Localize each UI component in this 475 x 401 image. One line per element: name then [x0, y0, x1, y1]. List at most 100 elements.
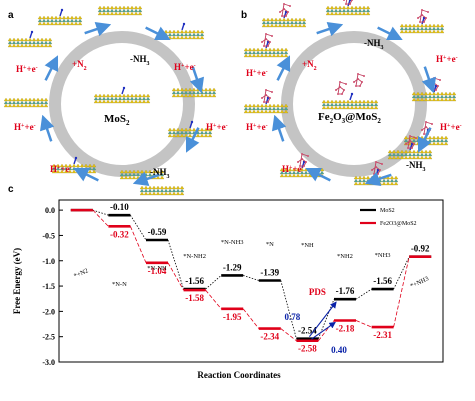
slab-atom	[19, 100, 25, 105]
slab-atom	[207, 87, 213, 92]
adsorbate-atom	[74, 156, 78, 160]
slab-atom	[403, 155, 409, 160]
slab-atom	[275, 47, 281, 52]
slab-atom	[43, 100, 49, 105]
oxide-atom	[261, 41, 263, 43]
center-sub-2: 3	[342, 117, 346, 125]
slab-atom	[121, 99, 127, 104]
slab-atom	[419, 135, 425, 140]
slab-atom	[187, 93, 193, 98]
slab-atom	[345, 11, 351, 16]
slab-atom	[423, 155, 429, 160]
slab-atom	[295, 173, 301, 178]
slab-atom	[23, 40, 29, 45]
slab-atom	[105, 11, 111, 16]
slab-atom	[407, 155, 413, 160]
slab-atom	[259, 53, 265, 58]
oxide-bond	[299, 153, 303, 167]
slab-atom	[35, 43, 41, 48]
slab-atom	[143, 185, 149, 190]
slab-atom	[407, 152, 413, 157]
slab-atom	[431, 26, 437, 31]
slab-atom	[451, 94, 457, 99]
slab-atom	[427, 29, 433, 34]
slab-atom	[137, 99, 143, 104]
slab-atom	[125, 5, 131, 10]
slab-atom	[129, 5, 135, 10]
slab-atom	[117, 93, 123, 98]
slab-atom	[353, 5, 359, 10]
slab-atom	[73, 21, 79, 26]
fe2o3-cluster	[261, 89, 273, 103]
slab-atom	[271, 47, 277, 52]
slab-atom	[171, 130, 177, 135]
slab-atom	[427, 155, 433, 160]
oxide-atom	[263, 101, 265, 103]
slab-atom	[271, 53, 277, 58]
slab-atom	[113, 8, 119, 13]
slab-atom	[93, 99, 99, 104]
slab-atom	[133, 5, 139, 10]
slab-atom	[283, 47, 289, 52]
oxide-bond	[375, 161, 383, 165]
slab-atom	[243, 109, 249, 114]
slab-atom	[137, 5, 143, 10]
slab-atom	[121, 5, 127, 10]
slab-atom	[403, 26, 409, 31]
slab-atom	[97, 99, 103, 104]
slab-atom	[297, 17, 303, 22]
oxide-atom	[423, 21, 425, 23]
slab-atom	[125, 96, 131, 101]
slab-atom	[139, 185, 145, 190]
step-label: H++e-	[14, 122, 36, 132]
connector-line	[355, 320, 372, 328]
slab-atom	[195, 32, 201, 37]
intermediate-label: *NH2	[337, 253, 353, 260]
slab-atom	[11, 97, 17, 102]
slab-atom	[105, 5, 111, 10]
slab-atom	[91, 169, 97, 174]
center-label-b: Fe2O3@MoS2	[318, 111, 381, 125]
slab-atom	[143, 188, 149, 193]
cycle-arrow	[84, 21, 112, 37]
mos2-slab	[7, 30, 53, 48]
slab-atom	[369, 175, 375, 180]
slab-atom	[279, 173, 285, 178]
slab-atom	[133, 96, 139, 101]
slab-atom	[113, 93, 119, 98]
slab-atom	[151, 188, 157, 193]
oxide-atom	[343, 0, 345, 1]
slab-atom	[167, 32, 173, 37]
slab-atom	[293, 17, 299, 22]
cycle-arrow	[44, 55, 59, 81]
slab-atom	[243, 47, 249, 52]
oxide-atom	[271, 35, 273, 37]
slab-atom	[171, 32, 177, 37]
mos2-slab	[37, 8, 83, 26]
oxide-atom	[417, 17, 419, 19]
slab-atom	[101, 11, 107, 16]
oxide-atom	[363, 75, 365, 77]
slab-atom	[43, 97, 49, 102]
oxide-atom	[263, 45, 265, 47]
slab-atom	[187, 32, 193, 37]
slab-atom	[423, 141, 429, 146]
slab-atom	[365, 99, 371, 104]
slab-atom	[333, 8, 339, 13]
slab-atom	[423, 149, 429, 154]
slab-atom	[179, 191, 185, 196]
slab-atom	[435, 29, 441, 34]
oxide-atom	[431, 123, 433, 125]
step-label: H++e-	[246, 68, 268, 78]
slab-atom	[15, 40, 21, 45]
oxide-bond	[357, 73, 365, 77]
slab-atom	[145, 93, 151, 98]
value-label-mos2: -1.39	[260, 267, 279, 277]
slab-atom	[353, 8, 359, 13]
slab-atom	[389, 175, 395, 180]
oxide-bond	[281, 3, 285, 17]
slab-atom	[171, 191, 177, 196]
oxide-atom	[339, 81, 341, 83]
cycle-arrow	[185, 127, 200, 153]
